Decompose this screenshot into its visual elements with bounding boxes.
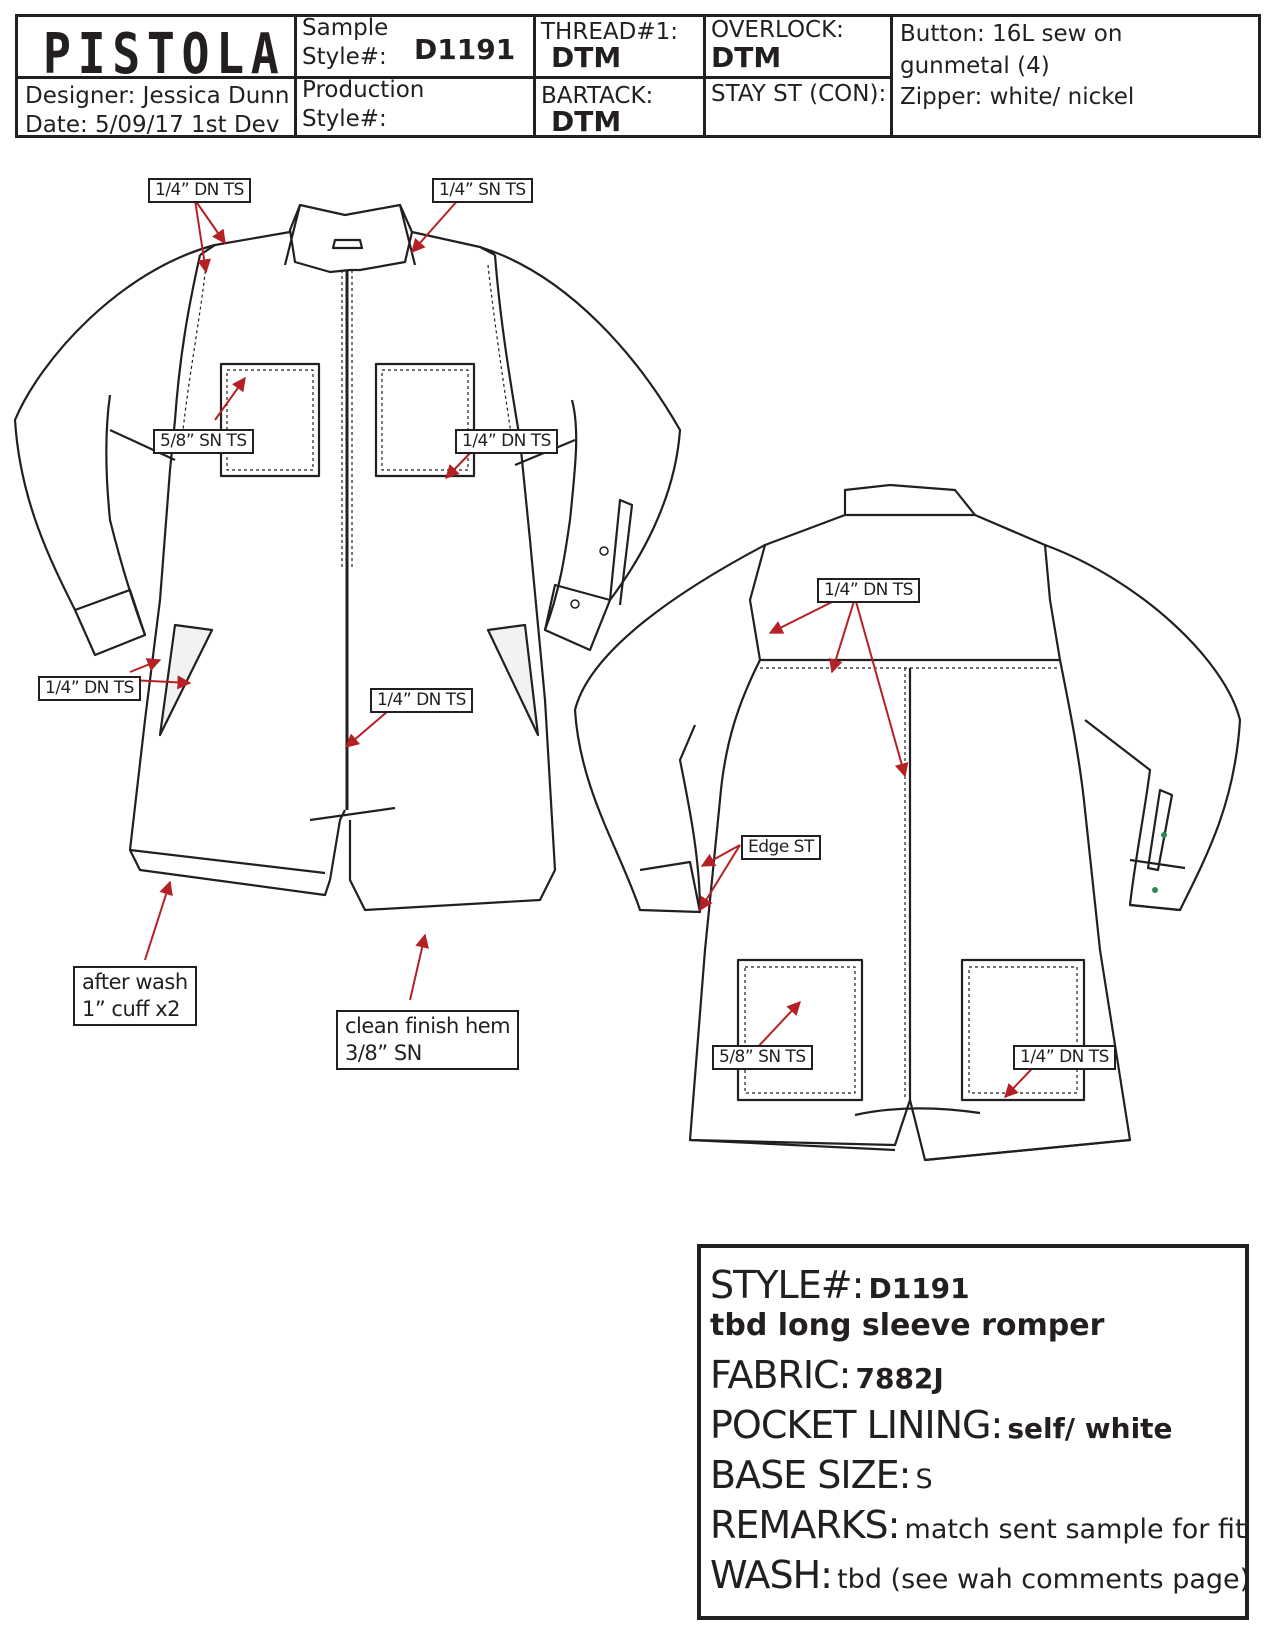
spec-base-size-value: S bbox=[915, 1464, 933, 1495]
sample-style-label: Style#: bbox=[302, 44, 387, 70]
button-spec-line-2: gunmetal (4) bbox=[900, 53, 1050, 79]
overlock-value: DTM bbox=[711, 41, 782, 74]
cuff-buttons bbox=[1152, 832, 1167, 893]
overlock-label: OVERLOCK: bbox=[711, 17, 844, 43]
callout-front-hem-line-2: 3/8” SN bbox=[345, 1041, 422, 1065]
callout-back-yoke: 1/4” DN TS bbox=[817, 578, 920, 603]
thread-value: DTM bbox=[551, 41, 622, 74]
sample-style-number: D1191 bbox=[414, 33, 516, 66]
callout-back-pocket-right: 1/4” DN TS bbox=[1013, 1045, 1116, 1070]
spec-wash-label: WASH: bbox=[710, 1553, 833, 1597]
back-view-drawing bbox=[573, 483, 1242, 1162]
front-view-drawing bbox=[13, 203, 682, 912]
callout-back-sleeve-cuff: Edge ST bbox=[741, 835, 821, 860]
spec-base-size-label: BASE SIZE: bbox=[710, 1453, 911, 1497]
spec-fabric-label: FABRIC: bbox=[710, 1353, 851, 1397]
designer-name: Designer: Jessica Dunn bbox=[25, 83, 290, 109]
production-label: Production bbox=[302, 77, 425, 103]
spec-wash-value: tbd (see wah comments page) bbox=[837, 1564, 1251, 1595]
spec-remarks-label: REMARKS: bbox=[710, 1503, 900, 1547]
callout-front-pocket-right: 1/4” DN TS bbox=[455, 429, 558, 454]
spec-wash-row: WASH: tbd (see wah comments page) bbox=[710, 1550, 1250, 1600]
callout-front-cuff: after wash 1” cuff x2 bbox=[73, 966, 197, 1026]
spec-sheet-header: PISTOLA Designer: Jessica Dunn Date: 5/0… bbox=[15, 14, 1261, 138]
spec-style-row: STYLE#: D1191 bbox=[710, 1260, 1245, 1310]
production-style-label: Style#: bbox=[302, 106, 387, 132]
bartack-value: DTM bbox=[551, 105, 622, 138]
brand-logo: PISTOLA bbox=[43, 22, 286, 87]
callout-front-cuff-line-2: 1” cuff x2 bbox=[82, 997, 181, 1021]
bartack-label: BARTACK: bbox=[541, 83, 654, 109]
callout-front-shoulder-left: 1/4” DN TS bbox=[148, 178, 251, 203]
style-spec-box: STYLE#: D1191 tbd long sleeve romper FAB… bbox=[697, 1244, 1250, 1620]
sample-label: Sample bbox=[302, 15, 389, 41]
callout-front-hem: clean finish hem 3/8” SN bbox=[336, 1010, 520, 1070]
spec-remarks-value: match sent sample for fit bbox=[904, 1514, 1246, 1545]
spec-pocket-lining-value: self/ white bbox=[1007, 1412, 1173, 1445]
callout-front-hem-line-1: clean finish hem bbox=[345, 1014, 511, 1038]
callout-arrows bbox=[129, 199, 1046, 1099]
stay-stitch-label: STAY ST (CON): bbox=[711, 81, 887, 107]
callout-front-cuff-line-1: after wash bbox=[82, 970, 188, 994]
spec-base-size-row: BASE SIZE: S bbox=[710, 1450, 1245, 1500]
spec-pocket-lining-row: POCKET LINING: self/ white bbox=[710, 1400, 1245, 1450]
zipper-spec: Zipper: white/ nickel bbox=[900, 84, 1135, 110]
spec-style-value: D1191 bbox=[868, 1272, 970, 1305]
callout-front-pocket-left: 5/8” SN TS bbox=[153, 429, 254, 454]
callout-back-pocket-left: 5/8” SN TS bbox=[712, 1045, 813, 1070]
spec-remarks-row: REMARKS: match sent sample for fit bbox=[710, 1500, 1246, 1550]
dev-date: Date: 5/09/17 1st Dev bbox=[25, 112, 280, 138]
spec-pocket-lining-label: POCKET LINING: bbox=[710, 1403, 1003, 1447]
spec-description: tbd long sleeve romper bbox=[710, 1308, 1105, 1343]
callout-front-side-pocket: 1/4” DN TS bbox=[38, 676, 141, 701]
spec-style-label: STYLE#: bbox=[710, 1263, 864, 1307]
button-spec-line-1: Button: 16L sew on bbox=[900, 21, 1123, 47]
spec-fabric-row: FABRIC: 7882J bbox=[710, 1350, 1245, 1400]
spec-fabric-value: 7882J bbox=[855, 1362, 944, 1395]
callout-front-zipper-seam: 1/4” DN TS bbox=[370, 688, 473, 713]
callout-front-shoulder-right: 1/4” SN TS bbox=[432, 178, 533, 203]
thread-label: THREAD#1: bbox=[541, 19, 678, 45]
